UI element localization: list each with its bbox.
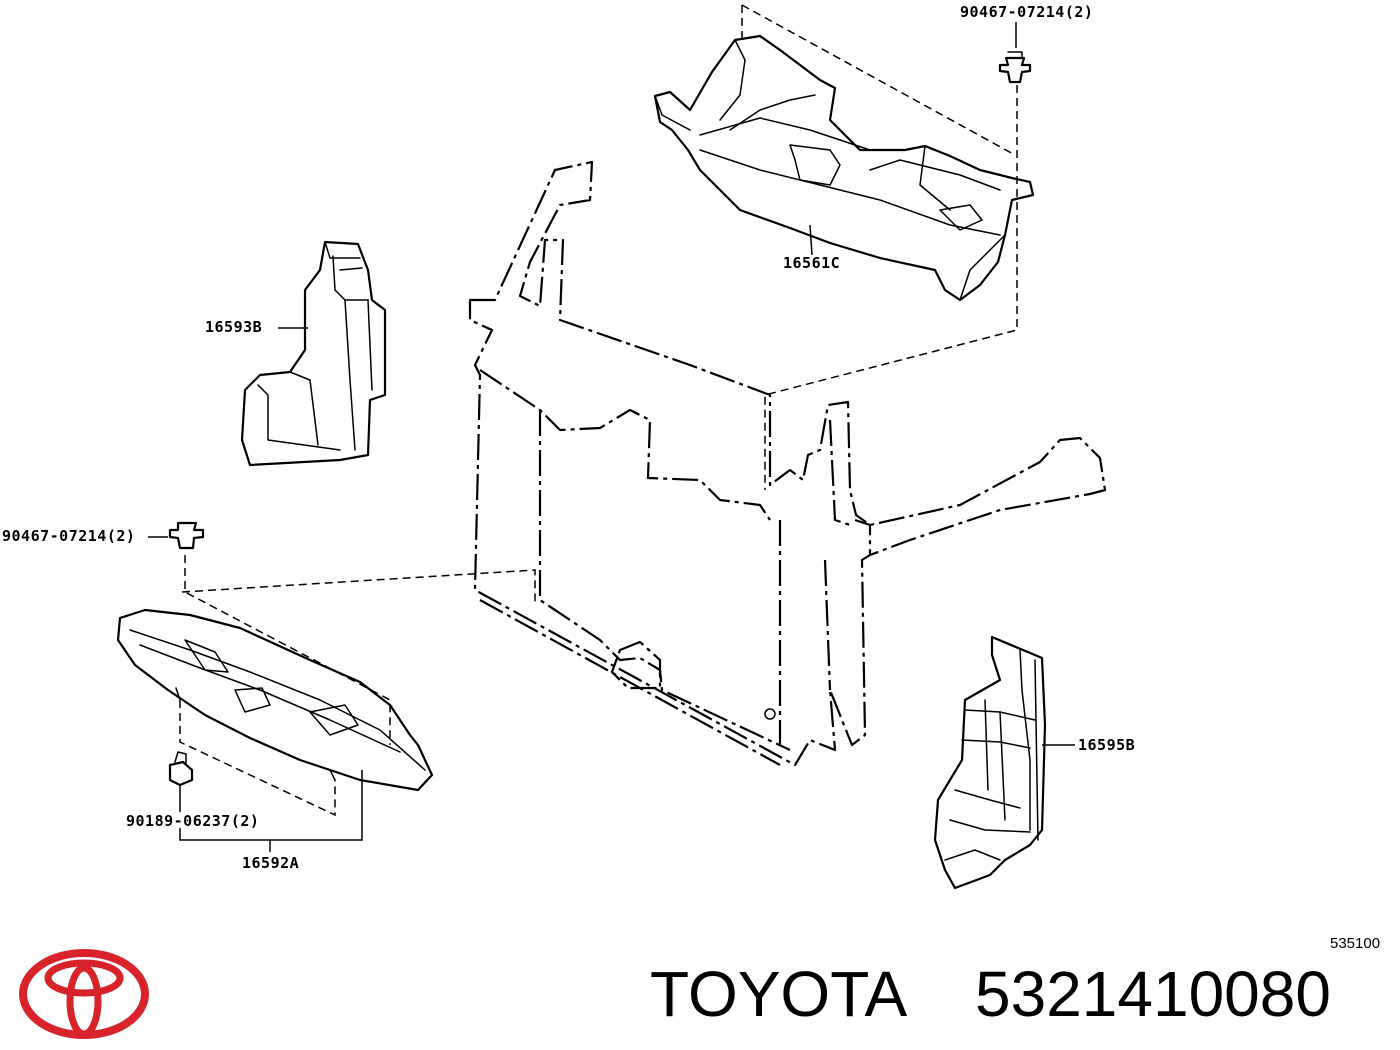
callout-clip-bottom: 90189-06237(2): [126, 812, 260, 830]
callout-16593b: 16593B: [205, 318, 263, 336]
lower-radiator-seal-16592a: [116, 555, 536, 817]
diagram-code: 535100: [1330, 935, 1381, 952]
radiator-support-frame: [468, 160, 1107, 767]
leader-16561c: [809, 224, 813, 256]
clip-90467-top-right: [998, 22, 1032, 84]
leader-16592a: [179, 770, 363, 852]
clip-90189-bottom: [168, 751, 194, 812]
callout-clip-top-right: 90467-07214(2): [960, 3, 1094, 21]
toyota-logo-icon: [19, 949, 149, 1039]
callout-16561c: 16561C: [783, 254, 841, 272]
callout-16595b: 16595B: [1078, 736, 1136, 754]
brand-name: TOYOTA: [650, 958, 908, 1030]
callout-clip-left: 90467-07214(2): [2, 527, 136, 545]
clip-90467-left: [148, 521, 205, 550]
callout-16592a: 16592A: [242, 854, 300, 872]
upper-radiator-seal-16561c: [653, 4, 1035, 490]
side-seal-16595b: [933, 635, 1075, 890]
side-seal-16593b: [240, 240, 387, 467]
part-number: 5321410080: [975, 958, 1331, 1030]
